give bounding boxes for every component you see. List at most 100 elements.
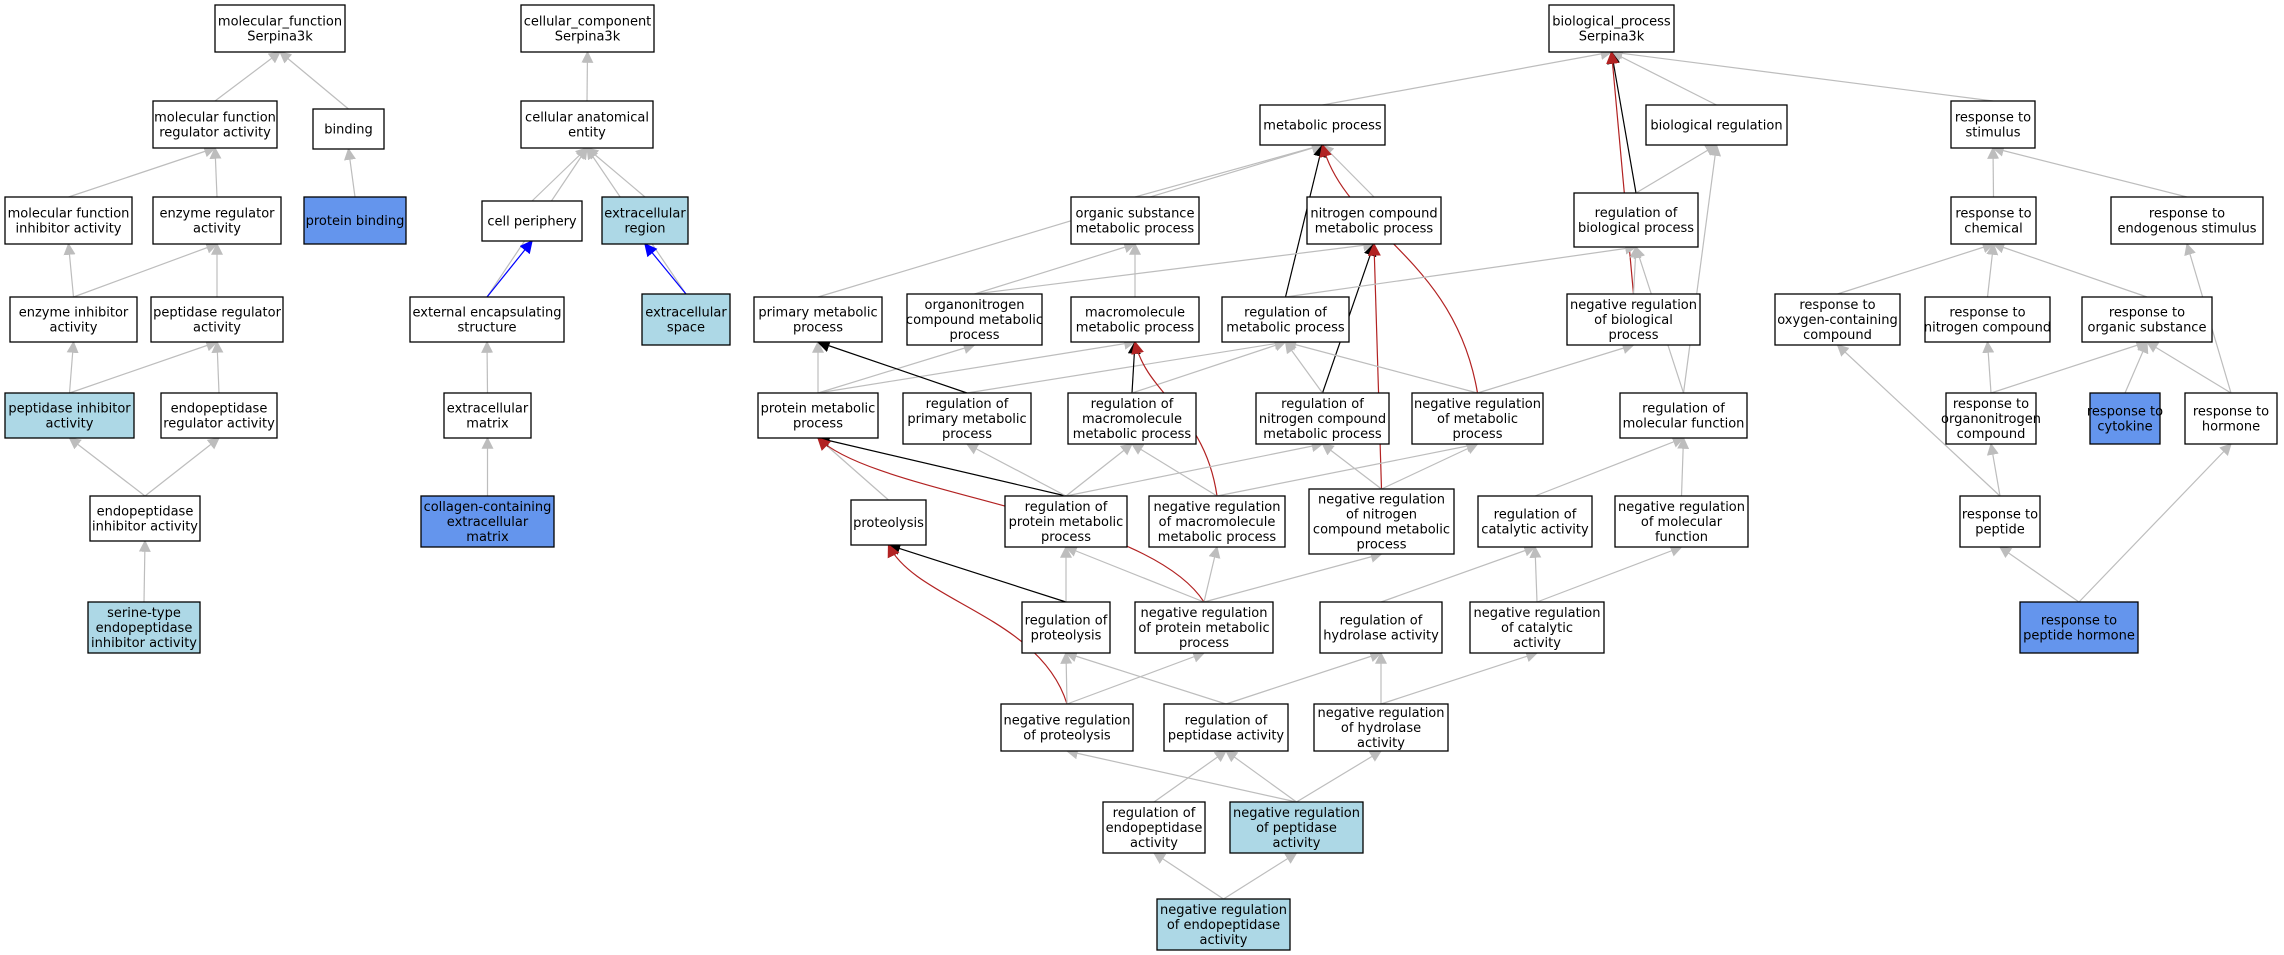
edge-mp-to-bp [1322, 48, 1613, 106]
node-label-line: endopeptidase [96, 621, 193, 636]
node-cperi[interactable]: cell periphery [481, 200, 583, 242]
edge-nrpa-to-nrha [1296, 750, 1383, 803]
edge-rcyt-to-ros [2124, 340, 2149, 394]
node-label-line: response to [2193, 405, 2269, 420]
node-box [1067, 392, 1197, 445]
node-label-line: protein binding [306, 214, 405, 229]
node-label-line: compound [1957, 427, 2026, 442]
node-box [1645, 104, 1788, 146]
edge-ros-to-rchem [1992, 241, 2148, 298]
node-mp[interactable]: metabolic process [1259, 104, 1386, 146]
node-label-line: primary metabolic [907, 412, 1026, 427]
node-label-line: response to [1955, 207, 2031, 222]
node-box [1950, 100, 2036, 149]
node-pbind[interactable]: protein binding [303, 196, 407, 245]
node-box [850, 499, 927, 546]
edge-nrmp-to-nrbp [1477, 342, 1635, 394]
node-box [1614, 495, 1749, 548]
node-label-line: process [793, 321, 843, 336]
node-label-line: of metabolic [1437, 412, 1518, 427]
edge-nrmmp-to-nrmp [1216, 440, 1479, 497]
node-box [520, 100, 654, 149]
node-prot[interactable]: proteolysis [850, 499, 927, 546]
node-breg[interactable]: biological regulation [1645, 104, 1788, 146]
edge-rpep-to-rorgn [1986, 442, 2001, 497]
node-label-line: endopeptidase [1106, 821, 1203, 836]
node-box [520, 4, 655, 53]
node-label-line: negative regulation [1473, 606, 1600, 621]
edge-oncmp-to-ncmp [974, 239, 1376, 295]
node-binding[interactable]: binding [312, 108, 385, 150]
node-label-line: proteolysis [853, 516, 924, 531]
edge-rprmp-to-rncmp [1065, 440, 1324, 497]
node-label-line: molecular function [8, 207, 130, 222]
node-box [150, 296, 284, 343]
node-label-line: function [1655, 530, 1708, 545]
node-box [87, 601, 201, 654]
node-box [1774, 293, 1901, 346]
node-label-line: endopeptidase [171, 402, 268, 417]
edge-nrncmp-to-nrmp [1381, 443, 1479, 490]
node-label-line: Serpina3k [555, 30, 621, 45]
node-box [4, 392, 135, 439]
